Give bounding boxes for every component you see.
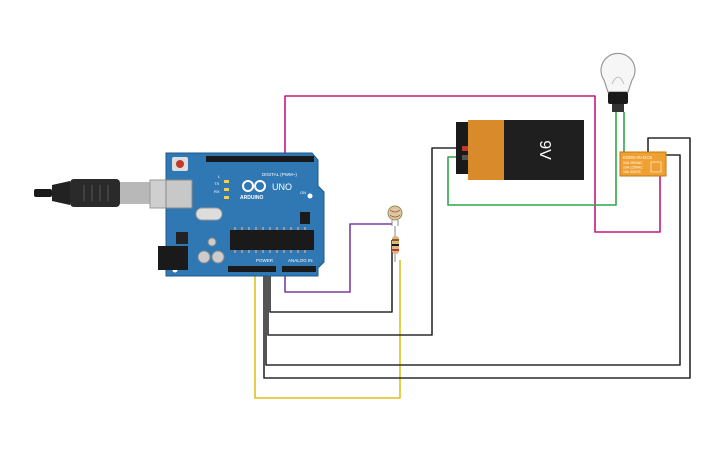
relay-module[interactable]: KSD8-3V-DC5 10A 250VAC 10A 125VAC 10A 30… bbox=[619, 151, 667, 177]
wire-green[interactable] bbox=[447, 112, 617, 206]
relay-line2: 10A 125VAC bbox=[623, 166, 643, 170]
wire-magenta[interactable] bbox=[284, 95, 661, 233]
resistor-icon[interactable] bbox=[392, 226, 399, 262]
analog-label: ANALOG IN bbox=[288, 258, 313, 263]
wire-dark-1[interactable] bbox=[269, 240, 393, 313]
rx-label: RX bbox=[214, 189, 220, 194]
power-label: POWER bbox=[256, 258, 274, 263]
relay-title: KSD8-3V-DC5 bbox=[623, 155, 653, 160]
wire-purple[interactable] bbox=[284, 223, 392, 293]
tx-label: TX bbox=[214, 181, 219, 186]
digital-header[interactable] bbox=[206, 156, 314, 162]
model-label: UNO bbox=[272, 182, 292, 192]
power-header[interactable] bbox=[228, 266, 276, 272]
relay-line3: 10A 30VDC bbox=[623, 170, 642, 174]
usb-cable-icon[interactable] bbox=[34, 179, 189, 209]
relay-line1: 10A 250VAC bbox=[623, 161, 643, 165]
brand-label: ARDUINO bbox=[240, 195, 263, 201]
wires bbox=[254, 95, 691, 399]
wire-dark-3[interactable] bbox=[265, 154, 681, 366]
wire-dark-4[interactable] bbox=[263, 137, 691, 379]
battery-label: 9V bbox=[536, 140, 553, 160]
lightbulb-icon[interactable] bbox=[600, 52, 636, 112]
arduino-logo-icon bbox=[242, 180, 266, 192]
digital-label: DIGITAL (PWM~) bbox=[262, 172, 297, 177]
l-label: L bbox=[218, 174, 221, 179]
analog-header[interactable] bbox=[282, 266, 316, 272]
arduino-uno[interactable]: DIGITAL (PWM~) UNO ARDUINO TX RX L ON PO… bbox=[158, 152, 325, 277]
battery-9v[interactable]: 9V bbox=[456, 120, 584, 180]
on-label: ON bbox=[300, 190, 306, 195]
power-jack[interactable] bbox=[158, 246, 188, 270]
wire-yellow[interactable] bbox=[254, 260, 401, 399]
photoresistor-icon[interactable] bbox=[387, 205, 403, 226]
wire-dark-2[interactable] bbox=[267, 147, 458, 336]
